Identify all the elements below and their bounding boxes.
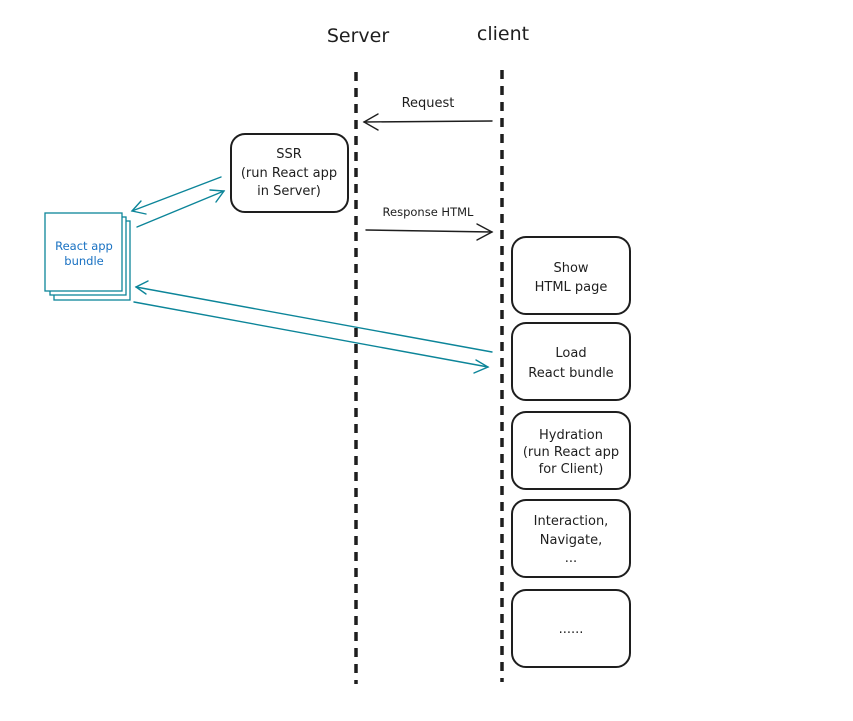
client-step-interaction: Interaction, Navigate, ... bbox=[511, 499, 631, 578]
ssr-box-line1: SSR bbox=[276, 147, 302, 162]
step-line1: ...... bbox=[559, 622, 584, 637]
client-step-hydration: Hydration (run React app for Client) bbox=[511, 411, 631, 490]
step-line2: Navigate, bbox=[540, 533, 602, 548]
response-label: Response HTML bbox=[383, 205, 474, 219]
response-arrow bbox=[365, 223, 494, 241]
ssr-to-bundle-arrow bbox=[130, 176, 222, 215]
server-lane-title: Server bbox=[327, 25, 389, 47]
ssr-box-line3: in Server) bbox=[257, 184, 321, 199]
request-arrow bbox=[362, 113, 493, 131]
step-line2: (run React app bbox=[523, 445, 619, 460]
bundle-line1: React app bbox=[55, 239, 113, 253]
bundle-line2: bundle bbox=[64, 254, 103, 268]
step-line2: React bundle bbox=[528, 366, 613, 381]
ssr-box-line2: (run React app bbox=[241, 166, 337, 181]
client-to-bundle-arrow bbox=[134, 280, 493, 353]
step-line1: Hydration bbox=[539, 428, 603, 443]
step-line1: Show bbox=[553, 261, 588, 276]
step-line3: ... bbox=[565, 551, 577, 566]
bundle-to-client-arrow bbox=[133, 301, 490, 374]
step-line2: HTML page bbox=[535, 280, 608, 295]
react-bundle-stack: React app bundle bbox=[44, 212, 131, 301]
step-line1: Load bbox=[555, 346, 586, 361]
step-line3: for Client) bbox=[539, 462, 604, 477]
request-label: Request bbox=[402, 96, 455, 111]
client-step-load-bundle: Load React bundle bbox=[511, 322, 631, 401]
bundle-to-ssr-arrow bbox=[136, 189, 226, 228]
client-step-more: ...... bbox=[511, 589, 631, 668]
step-line1: Interaction, bbox=[534, 514, 609, 529]
ssr-box: SSR (run React app in Server) bbox=[230, 133, 349, 213]
client-step-show-html: Show HTML page bbox=[511, 236, 631, 315]
client-lane-title: client bbox=[477, 23, 529, 45]
